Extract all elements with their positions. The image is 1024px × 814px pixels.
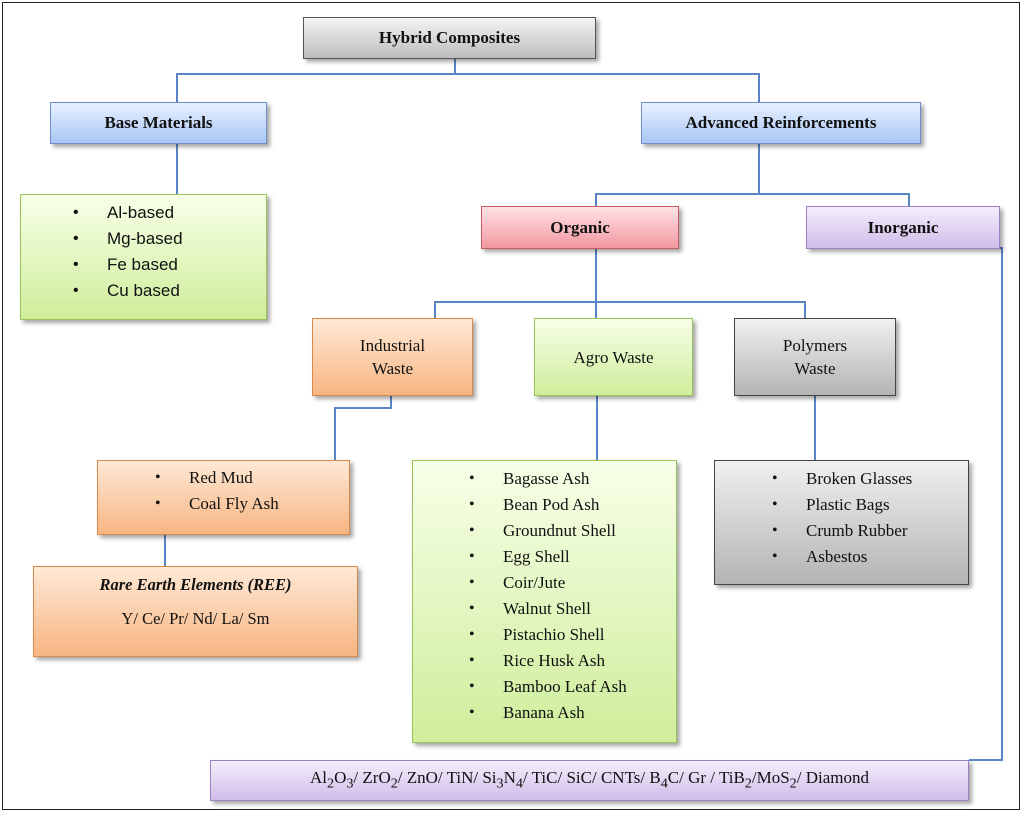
list-item: Red Mud bbox=[155, 465, 349, 491]
list-item: Fe based bbox=[73, 252, 266, 278]
connector-root-to-advanced bbox=[455, 73, 760, 102]
inorganic-node: Inorganic bbox=[806, 206, 1000, 249]
inorganic-reinforcements-list: Al2O3/ ZrO2/ ZnO/ TiN/ Si3N4/ TiC/ SiC/ … bbox=[210, 760, 969, 801]
industrial-waste-list: Red Mud Coal Fly Ash bbox=[97, 460, 350, 535]
polymers-waste-label-line2: Waste bbox=[794, 359, 836, 378]
organic-node: Organic bbox=[481, 206, 679, 249]
list-item: Crumb Rubber bbox=[772, 518, 968, 544]
formula-text: Al2O3/ ZrO2/ ZnO/ TiN/ Si3N4/ TiC/ SiC/ … bbox=[309, 768, 869, 792]
industrial-waste-node: Industrial Waste bbox=[312, 318, 473, 396]
list-item: Cu based bbox=[73, 278, 266, 304]
list-item: Walnut Shell bbox=[469, 596, 676, 622]
connector-industrial-to-list bbox=[334, 396, 392, 460]
connector-root-to-base bbox=[176, 58, 456, 102]
connector-advanced-to-inorganic bbox=[759, 193, 910, 206]
connector-inorganic-to-formula bbox=[969, 247, 1003, 761]
list-item: Al-based bbox=[73, 200, 266, 226]
list-item: Banana Ash bbox=[469, 700, 676, 726]
list-item: Bamboo Leaf Ash bbox=[469, 674, 676, 700]
base-materials-list: Al-based Mg-based Fe based Cu based bbox=[20, 194, 267, 320]
base-materials-node: Base Materials bbox=[50, 102, 267, 144]
list-item: Broken Glasses bbox=[772, 466, 968, 492]
list-item: Plastic Bags bbox=[772, 492, 968, 518]
polymers-waste-label-line1: Polymers bbox=[782, 336, 848, 355]
polymers-waste-node: Polymers Waste bbox=[734, 318, 896, 396]
list-item: Egg Shell bbox=[469, 544, 676, 570]
connector-organic-to-polymers bbox=[596, 301, 806, 318]
list-item: Coir/Jute bbox=[469, 570, 676, 596]
connector-organic-to-industrial bbox=[434, 248, 597, 318]
industrial-waste-label-line1: Industrial bbox=[359, 336, 426, 355]
agro-waste-node: Agro Waste bbox=[534, 318, 693, 396]
agro-waste-list: Bagasse Ash Bean Pod Ash Groundnut Shell… bbox=[412, 460, 677, 743]
polymers-waste-list: Broken Glasses Plastic Bags Crumb Rubber… bbox=[714, 460, 969, 585]
industrial-waste-label-line2: Waste bbox=[371, 359, 414, 378]
list-item: Coal Fly Ash bbox=[155, 491, 349, 517]
list-item: Mg-based bbox=[73, 226, 266, 252]
list-item: Groundnut Shell bbox=[469, 518, 676, 544]
list-item: Bean Pod Ash bbox=[469, 492, 676, 518]
ree-node: Rare Earth Elements (REE) Y/ Ce/ Pr/ Nd/… bbox=[33, 566, 358, 657]
connector-advanced-to-organic bbox=[595, 142, 760, 206]
root-node: Hybrid Composites bbox=[303, 17, 596, 59]
advanced-reinforcements-node: Advanced Reinforcements bbox=[641, 102, 921, 144]
list-item: Asbestos bbox=[772, 544, 968, 570]
list-item: Pistachio Shell bbox=[469, 622, 676, 648]
ree-elements: Y/ Ce/ Pr/ Nd/ La/ Sm bbox=[121, 609, 270, 628]
list-item: Bagasse Ash bbox=[469, 466, 676, 492]
ree-title: Rare Earth Elements (REE) bbox=[99, 575, 292, 594]
list-item: Rice Husk Ash bbox=[469, 648, 676, 674]
